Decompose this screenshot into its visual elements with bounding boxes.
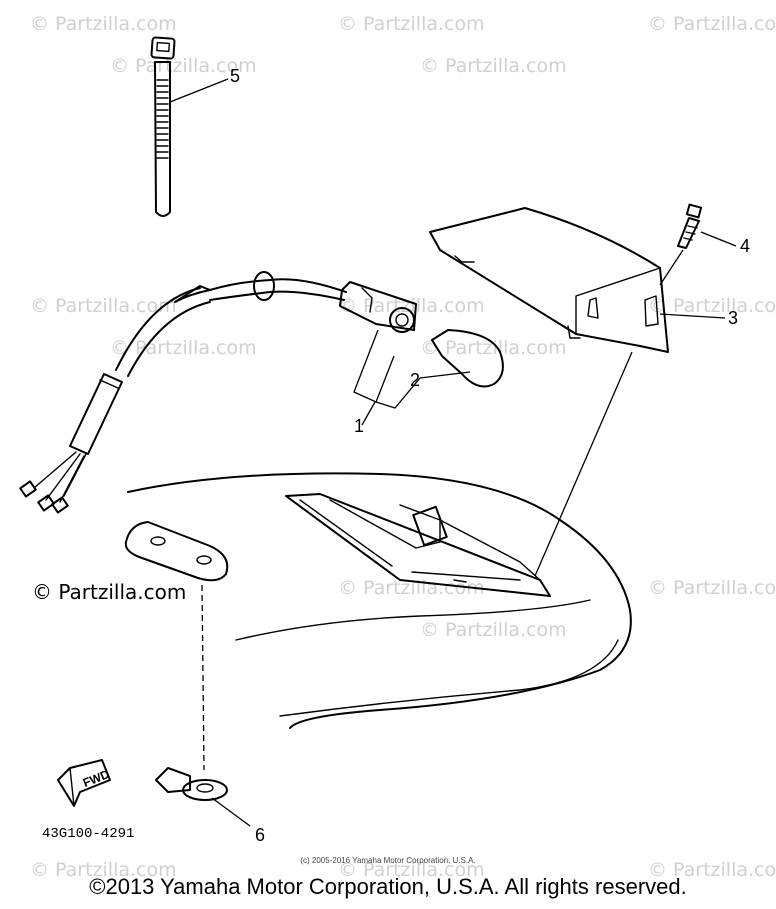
watermark: © Partzilla.com [648,13,776,35]
plate-part [124,521,229,771]
forward-arrow: FWD [57,759,112,807]
watermark: © Partzilla.com [420,619,567,641]
watermark: © Partzilla.com [30,295,177,317]
watermark: © Partzilla.com [338,859,485,881]
diagram-code: 43G100-4291 [42,826,134,842]
bulb-part [375,329,504,409]
watermark: © Partzilla.com [420,337,567,359]
socket-harness-part [19,271,417,514]
source-copyright: (c) 2005-2016 Yamaha Motor Corporation, … [300,856,476,865]
watermark-layer: © Partzilla.com © Partzilla.com © Partzi… [30,13,776,881]
callout-5: 5 [230,66,240,86]
watermark: © Partzilla.com [338,577,485,599]
watermark: © Partzilla.com [110,55,257,77]
callout-6: 6 [255,825,265,845]
copyright-notice: ©2013 Yamaha Motor Corporation, U.S.A. A… [89,874,687,899]
callout-2: 2 [410,370,420,390]
watermark: © Partzilla.com [110,337,257,359]
watermark: © Partzilla.com [338,295,485,317]
fwd-label: FWD [81,767,112,790]
watermark: © Partzilla.com [648,295,776,317]
watermark: © Partzilla.com [338,13,485,35]
clip-part [155,767,251,827]
watermark: © Partzilla.com [30,859,177,881]
partzilla-watermark: © Partzilla.com [32,580,187,604]
watermark: © Partzilla.com [648,577,776,599]
cable-tie-part [150,36,229,217]
watermark: © Partzilla.com [648,859,776,881]
watermark: © Partzilla.com [420,55,567,77]
hull-outline [127,472,632,729]
screw-part [659,203,737,286]
callout-1: 1 [354,416,364,436]
watermark: © Partzilla.com [30,13,177,35]
lens-cover-part [429,207,726,577]
callout-3: 3 [728,308,738,328]
callout-4: 4 [740,236,750,256]
